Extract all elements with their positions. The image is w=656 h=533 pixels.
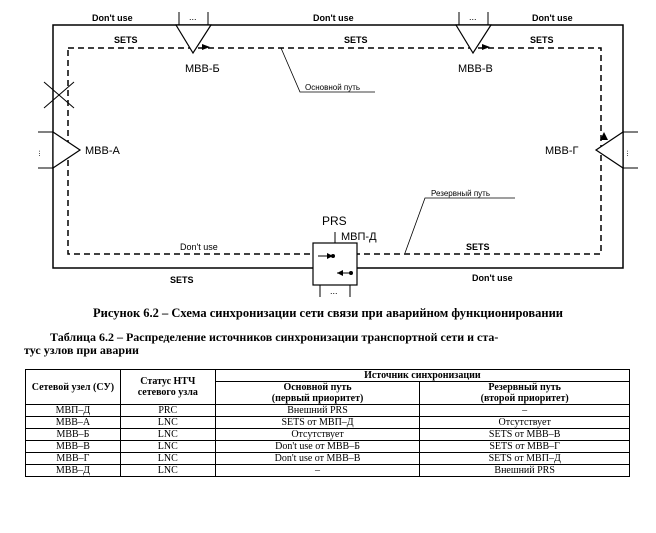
label-sets-2: SETS [344, 35, 368, 45]
dots-mark: ... [189, 12, 197, 22]
node-mvv-a: ... [37, 130, 82, 170]
cell-main: SETS от МВП–Д [214, 416, 421, 429]
header-node: Сетевой узел (СУ) [25, 369, 121, 405]
label-dont-use-1: Don't use [92, 13, 133, 23]
cell-reserve: Отсутствует [419, 416, 630, 429]
label-sets-5: SETS [466, 242, 490, 252]
header-reserve-path: Резервный путь (второй приоритет) [419, 381, 630, 405]
cell-main: Don't use от МВВ–Б [214, 440, 421, 453]
node-label-mvv-v: МВВ-В [458, 63, 493, 75]
table-caption-line1: Таблица 6.2 – Распределение источников с… [50, 330, 499, 344]
node-label-mvv-b: МВВ-Б [185, 63, 220, 75]
cell-node: МВП–Д [25, 404, 121, 417]
cell-main: – [214, 464, 421, 477]
node-label-mvp-d: МВП-Д [341, 231, 377, 243]
dots-mark: ... [330, 286, 338, 296]
dots-mark: ... [469, 12, 477, 22]
label-sets-1: SETS [114, 35, 138, 45]
cell-node: МВВ–В [25, 440, 121, 453]
header-status: Статус НТЧ сетевого узла [119, 369, 216, 405]
label-dont-use-2: Don't use [313, 13, 354, 23]
main-path-callout [280, 47, 375, 93]
table-row: МВП–Д PRC Внешний PRS – [25, 404, 630, 417]
cell-reserve: SETS от МВП–Д [419, 452, 630, 465]
cell-node: МВВ–А [25, 416, 121, 429]
header-main-line2: (первый приоритет) [271, 393, 364, 404]
header-main-line1: Основной путь [283, 382, 352, 393]
cell-main: Don't use от МВВ–В [214, 452, 421, 465]
cell-status: PRC [119, 404, 216, 417]
cell-status: LNC [119, 428, 216, 441]
cell-node: МВВ–Б [25, 428, 121, 441]
table-row: МВВ–Б LNC Отсутствует SETS от МВВ–В [25, 428, 630, 441]
node-label-mvv-a: МВВ-А [85, 145, 121, 157]
label-dont-use-5: Don't use [472, 273, 513, 283]
cell-reserve: SETS от МВВ–В [419, 428, 630, 441]
label-dont-use-4: Don't use [180, 242, 218, 252]
node-mvv-g: ... [594, 130, 638, 170]
sync-scheme-diagram: ... МВВ-Б ... МВВ-В ... МВВ-А ... МВВ-Г … [37, 12, 638, 297]
label-dont-use-3: Don't use [532, 13, 573, 23]
cell-reserve: – [419, 404, 630, 417]
node-mvv-b: ... [174, 12, 213, 55]
cell-main: Отсутствует [214, 428, 421, 441]
network-ring [52, 24, 624, 269]
dots-mark: ... [625, 150, 634, 157]
dots-mark: ... [37, 150, 46, 157]
cell-node: МВВ–Д [25, 464, 121, 477]
node-mvv-v: ... [454, 12, 493, 55]
sync-sources-table: Сетевой узел (СУ) Статус НТЧ сетевого уз… [25, 369, 631, 477]
table-row: МВВ–Д LNC – Внешний PRS [25, 464, 630, 477]
header-main-path: Основной путь (первый приоритет) [214, 381, 421, 405]
header-sources: Источник синхронизации [214, 369, 631, 382]
cell-reserve: Внешний PRS [419, 464, 630, 477]
cell-status: LNC [119, 440, 216, 453]
table-row: МВВ–Г LNC Don't use от МВВ–В SETS от МВП… [25, 452, 630, 465]
reserve-path-callout [404, 197, 515, 254]
table-row: МВВ–В LNC Don't use от МВВ–Б SETS от МВВ… [25, 440, 630, 453]
cell-status: LNC [119, 416, 216, 429]
cell-status: LNC [119, 464, 216, 477]
label-main-path: Основной путь [305, 83, 360, 92]
table-row: МВВ–А LNC SETS от МВП–Д Отсутствует [25, 416, 630, 429]
label-sets-3: SETS [530, 35, 554, 45]
prs-label: PRS [322, 214, 347, 228]
header-reserve-line1: Резервный путь [488, 382, 561, 393]
cell-reserve: SETS от МВВ–Г [419, 440, 630, 453]
cell-node: МВВ–Г [25, 452, 121, 465]
cell-status: LNC [119, 452, 216, 465]
broken-link-cross [43, 81, 75, 109]
cell-main: Внешний PRS [214, 404, 421, 417]
table-caption: Таблица 6.2 – Распределение источников с… [24, 330, 654, 357]
header-reserve-line2: (второй приоритет) [480, 393, 569, 404]
label-reserve-path: Резервный путь [431, 189, 490, 198]
table-caption-line2: тус узлов при аварии [24, 343, 139, 357]
node-label-mvv-g: МВВ-Г [545, 145, 579, 157]
figure-caption: Рисунок 6.2 – Схема синхронизации сети с… [93, 306, 563, 320]
node-mvp-d: ... [312, 232, 358, 297]
label-sets-4: SETS [170, 275, 194, 285]
